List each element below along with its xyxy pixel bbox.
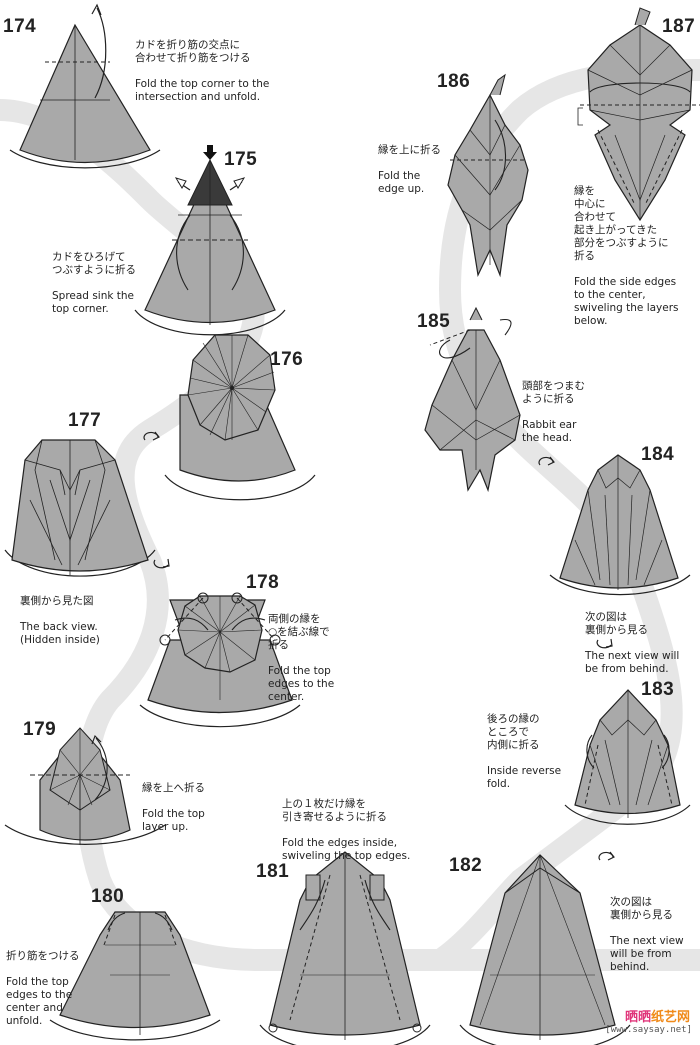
caption-182: 次の図は 裏側から見る The next view will be from b… [610,883,684,987]
caption-175-en: Spread sink the top corner. [52,290,136,316]
step-number-185: 185 [417,311,450,333]
caption-182-en: The next view will be from behind. [610,935,684,974]
step-number-174: 174 [3,16,36,38]
caption-177-jp: 裏側から見た図 [20,595,100,608]
caption-184-jp: 次の図は 裏側から見る [585,611,679,637]
step-number-176: 176 [270,349,303,371]
caption-174-jp: カドを折り筋の交点に 合わせて折り筋をつける [135,39,269,65]
caption-184-en: The next view will be from behind. [585,650,679,676]
caption-185-jp: 頭部をつまむ ように折る [522,380,585,406]
caption-177-en: The back view. (Hidden inside) [20,621,100,647]
step-number-175: 175 [224,149,257,171]
caption-178-jp: 両側の縁を ○を結ぶ線で 折る [268,613,334,652]
caption-185: 頭部をつまむ ように折る Rabbit ear the head. [522,367,585,458]
step-number-178: 178 [246,572,279,594]
caption-178-en: Fold the top edges to the center. [268,665,334,704]
caption-175-jp: カドをひろげて つぶすように折る [52,251,136,277]
watermark-url: [www.saysay.net] [605,1025,692,1035]
caption-185-en: Rabbit ear the head. [522,419,585,445]
watermark-logo: 晒晒纸艺网 [625,1006,690,1025]
step-number-182: 182 [449,855,482,877]
caption-180-en: Fold the top edges to the center and unf… [6,976,80,1028]
caption-179-en: Fold the top layer up. [142,808,205,834]
step-179-model [5,728,165,845]
caption-177: 裏側から見た図 The back view. (Hidden inside) [20,582,100,660]
caption-181: 上の１枚だけ縁を 引き寄せるように折る Fold the edges insid… [282,785,410,876]
caption-175: カドをひろげて つぶすように折る Spread sink the top cor… [52,238,136,329]
step-number-187: 187 [662,16,695,38]
watermark-part2: 纸艺网 [651,1010,690,1025]
caption-186: 縁を上に折る Fold the edge up. [378,131,441,209]
caption-179-jp: 縁を上へ折る [142,782,205,795]
caption-174: カドを折り筋の交点に 合わせて折り筋をつける Fold the top corn… [135,26,269,117]
step-number-186: 186 [437,71,470,93]
caption-187-jp: 縁を 中心に 合わせて 起き上がってきた 部分をつぶすように 折る [574,185,679,263]
caption-180: 折り筋をつける Fold the top edges to the center… [6,937,80,1041]
caption-183-jp: 後ろの縁の ところで 内側に折る [487,713,561,752]
step-175-model [135,145,285,335]
watermark-part1: 晒晒 [625,1010,651,1025]
caption-186-jp: 縁を上に折る [378,144,441,157]
step-185-model [425,308,520,490]
caption-178: 両側の縁を ○を結ぶ線で 折る Fold the top edges to th… [268,600,334,717]
step-number-179: 179 [23,719,56,741]
caption-187: 縁を 中心に 合わせて 起き上がってきた 部分をつぶすように 折る Fold t… [574,172,679,341]
caption-174-en: Fold the top corner to the intersection … [135,78,269,104]
caption-187-en: Fold the side edges to the center, swive… [574,276,679,328]
step-number-180: 180 [91,886,124,908]
caption-182-jp: 次の図は 裏側から見る [610,896,684,922]
caption-183: 後ろの縁の ところで 内側に折る Inside reverse fold. [487,700,561,804]
caption-180-jp: 折り筋をつける [6,950,80,963]
caption-186-en: Fold the edge up. [378,170,441,196]
caption-184: 次の図は 裏側から見る The next view will be from b… [585,598,679,689]
caption-179: 縁を上へ折る Fold the top layer up. [142,769,205,847]
caption-183-en: Inside reverse fold. [487,765,561,791]
step-number-184: 184 [641,444,674,466]
caption-181-jp: 上の１枚だけ縁を 引き寄せるように折る [282,798,410,824]
step-number-177: 177 [68,410,101,432]
caption-181-en: Fold the edges inside, swiveling the top… [282,837,410,863]
